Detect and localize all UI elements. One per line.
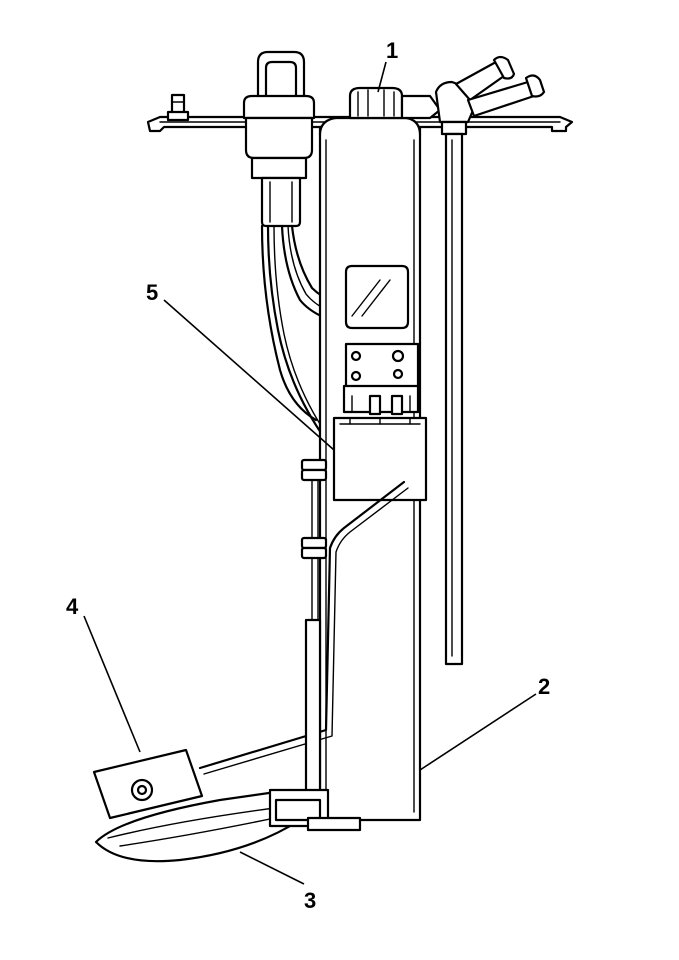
float	[92, 748, 204, 820]
line-clips	[300, 458, 328, 621]
flange-stud	[166, 93, 190, 122]
callout-2: 2	[538, 674, 550, 699]
body-window	[344, 264, 410, 330]
callout-3: 3	[304, 888, 316, 913]
callout-5: 5	[146, 280, 158, 305]
float-arm	[198, 480, 409, 775]
callout-leaders	[83, 61, 537, 885]
feed-tube	[440, 120, 468, 666]
fuel-fittings	[348, 55, 546, 124]
sender-module	[332, 416, 428, 502]
electrical-connector	[242, 50, 316, 228]
lower-tube	[304, 618, 322, 802]
strainer	[94, 788, 362, 863]
callout-1: 1	[386, 38, 398, 63]
callout-4: 4	[66, 594, 79, 619]
terminals	[342, 384, 420, 416]
bracket	[344, 342, 420, 390]
